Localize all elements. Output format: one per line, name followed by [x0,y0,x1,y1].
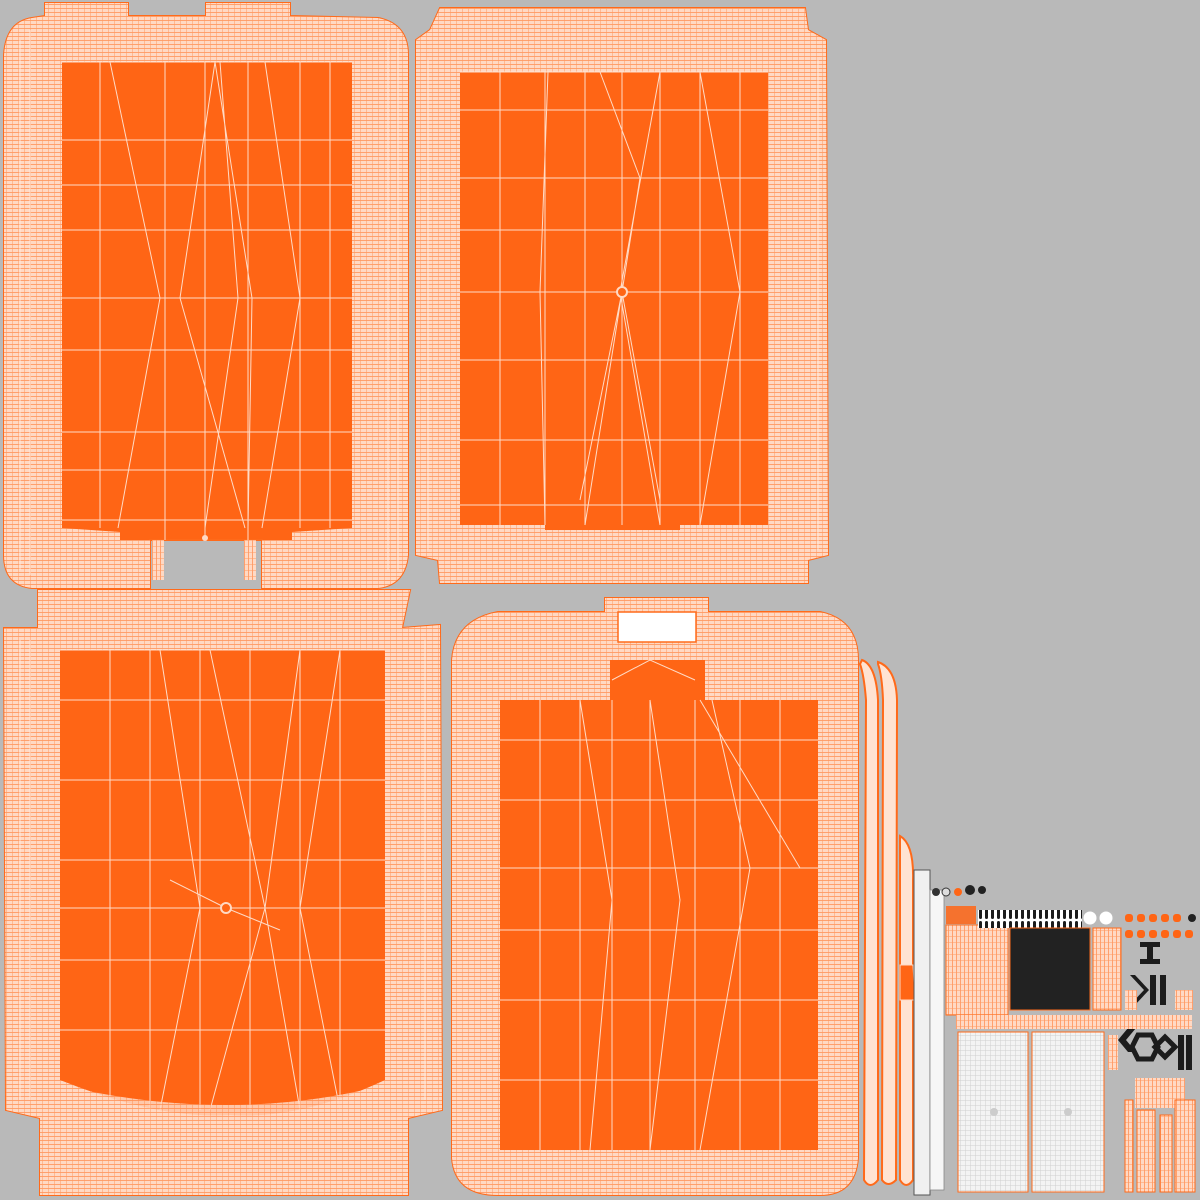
wire-lines [19,640,426,1111]
orange-block [946,906,976,924]
dense-border [416,8,828,583]
wire-lines [19,30,399,575]
dense-border [4,590,442,1195]
island-outline [3,2,409,589]
bottom-strips [1124,1099,1196,1193]
strip-grey [913,869,931,1196]
uv-island-small-parts [932,885,1196,1193]
uv-island-shell-back-lower [451,597,859,1196]
strip [877,660,899,1185]
black-parts [1118,942,1192,1070]
wire-lines [500,659,818,1151]
uv-island-shell-back [415,7,830,584]
strip-grey [929,889,945,1191]
dark-patch [1009,927,1091,1011]
pivot-marker [220,902,232,914]
lower-band [565,530,685,570]
lower-band [60,1085,385,1160]
dense-block [945,924,1009,1016]
orange-part-bits [1125,914,1193,938]
dense-border [4,3,408,588]
tiny-parts-row [932,885,1196,922]
uv-island-shell-front-lower [2,589,444,1196]
tabs [152,535,256,580]
comb-strip [978,910,1082,928]
handle-slot [617,611,697,643]
uv-island-handle-strips [858,658,945,1196]
pivot-marker [616,286,628,298]
wire-lines [427,60,819,550]
strip [899,834,915,1186]
strip [899,964,916,1001]
uv-island-shell-front [3,2,409,589]
strip [858,658,879,1186]
dense-border [452,598,858,1195]
dense-strip [1092,927,1122,1011]
